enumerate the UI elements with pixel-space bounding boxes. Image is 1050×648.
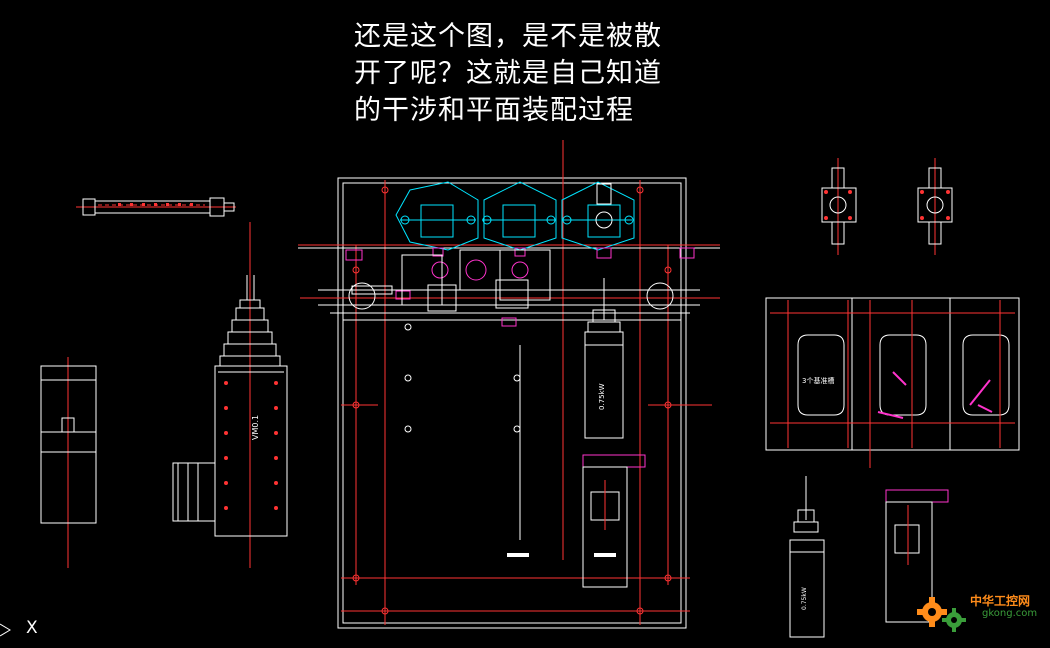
cylinder-top-left <box>76 197 236 217</box>
caption-line-3: 的干涉和平面装配过程 <box>354 95 634 126</box>
watermark: 中华工控网 gkong.com <box>912 588 1042 636</box>
bracket-top-right-a <box>821 158 857 255</box>
caption-line-1: 还是这个图，是不是被散 <box>354 21 662 52</box>
ucs-icon <box>0 623 11 637</box>
main-frame <box>298 140 720 629</box>
annotation-caption: 还是这个图，是不是被散 开了呢？这就是自己知道 的干涉和平面装配过程 <box>354 18 662 129</box>
gear-logo-icon <box>917 597 966 632</box>
block-left <box>40 357 97 568</box>
bracket-bottom-right <box>885 489 949 623</box>
motor-bottom-right-label: 0.75kW <box>801 587 808 610</box>
panel-right: 3个基准槽 <box>765 297 1020 468</box>
bracket-top-right-b <box>917 158 953 255</box>
watermark-text: 中华工控网 <box>970 594 1031 608</box>
motor-center-label: 0.75kW <box>598 383 606 410</box>
caption-line-2: 开了呢？这就是自己知道 <box>354 58 662 89</box>
panel-right-label: 3个基准槽 <box>802 376 834 385</box>
watermark-url: gkong.com <box>982 608 1038 619</box>
ucs-x-label: X <box>26 618 38 638</box>
motor-bottom-right: 0.75kW <box>789 476 825 638</box>
motor-left-label: VM0.1 <box>251 415 260 440</box>
motor-center: 0.75kW <box>582 278 646 588</box>
motor-assembly-left: VM0.1 <box>172 222 288 568</box>
